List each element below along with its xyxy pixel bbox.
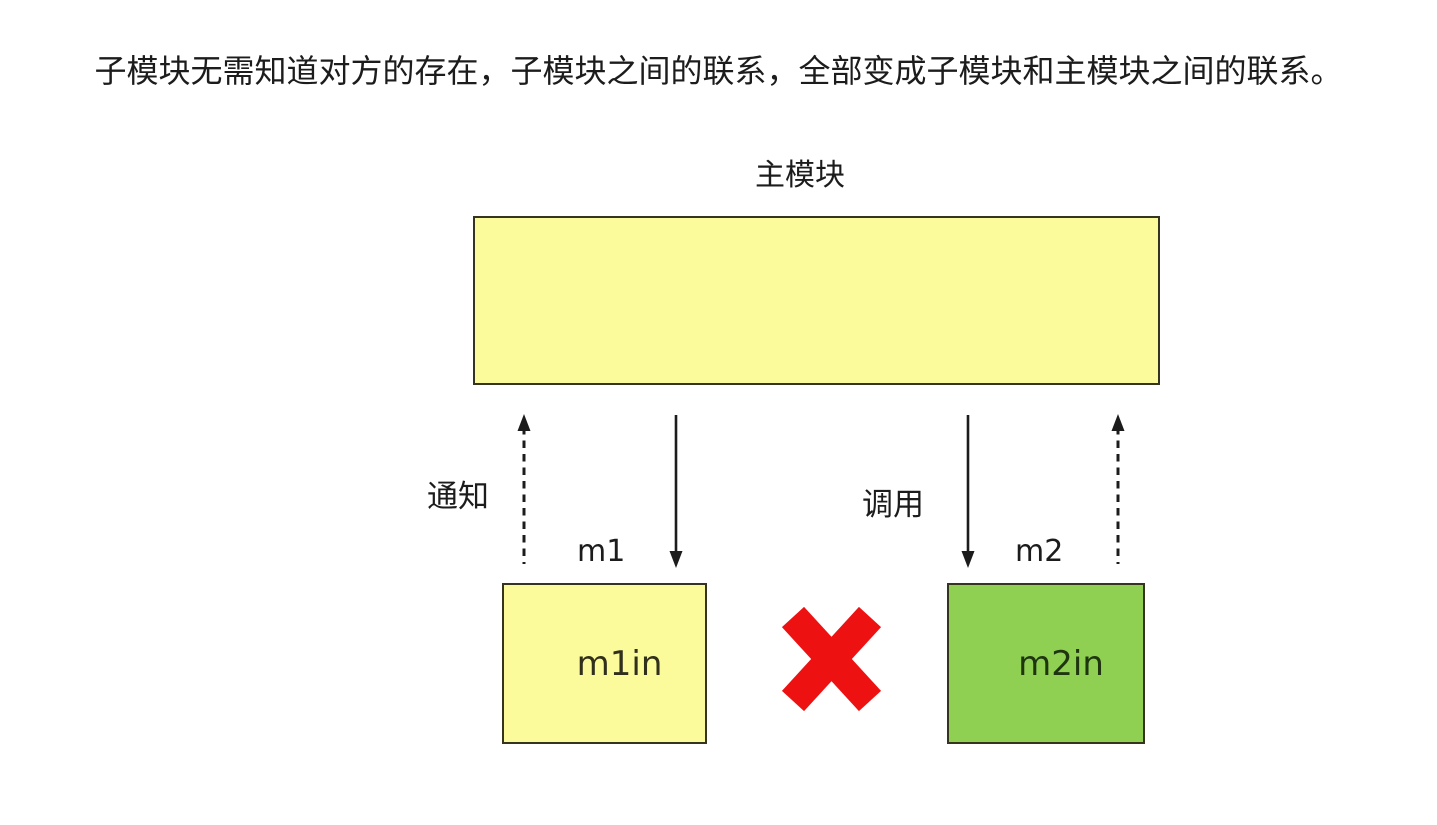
m1-submodule-box: m1in (502, 583, 707, 744)
call-arrow-label: 调用 (862, 487, 924, 522)
notify-arrow-label: 通知 (427, 479, 489, 514)
dashed-up-arrow-icon (1108, 414, 1128, 565)
m2-module-name-label: m2 (1015, 534, 1064, 569)
solid-down-arrow-icon (958, 413, 978, 568)
main-module-label: 主模块 (755, 159, 845, 192)
m2-inner-label: m2in (1018, 643, 1104, 684)
m2-submodule-box: m2in (947, 583, 1145, 744)
main-module-box (473, 216, 1160, 385)
m1-inner-label: m1in (576, 643, 663, 684)
dashed-up-arrow-icon (514, 414, 534, 565)
page-title: 子模块无需知道对方的存在，子模块之间的联系，全部变成子模块和主模块之间的联系。 (94, 53, 1343, 89)
red-x-cross-icon (777, 602, 886, 716)
m1-module-name-label: m1 (577, 534, 626, 569)
solid-down-arrow-icon (666, 413, 686, 568)
